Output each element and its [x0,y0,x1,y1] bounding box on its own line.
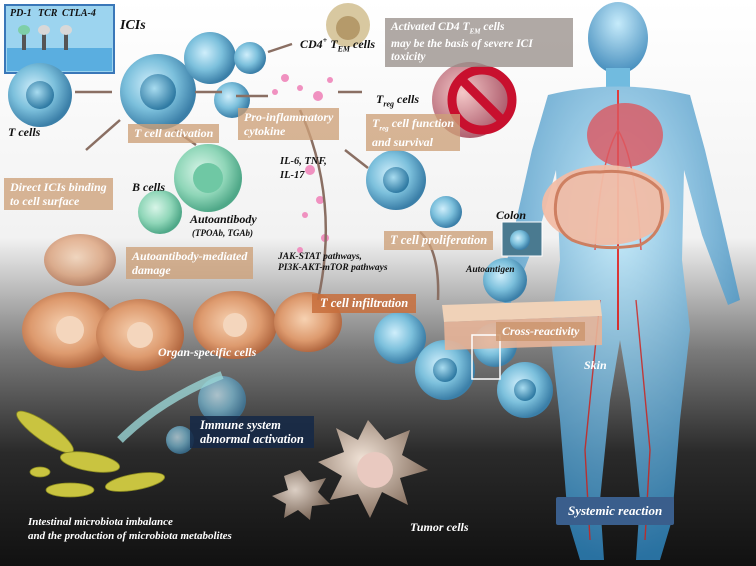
microbiota-label-1: Intestinal microbiota imbalance [28,516,173,528]
t-cell-small-1 [184,32,236,84]
t-cells-label: T cells [8,125,41,139]
b-cell [174,144,242,212]
cd4-tem-label: CD4+ TEM cells [300,36,376,54]
infiltrating-t-cells [374,312,553,418]
t-cell-prolif-3 [483,258,527,302]
icis-label: ICIs [120,18,146,33]
t-cell-prolif-1-nucleus [383,167,409,193]
t-cell-proliferation-box: T cell proliferation [384,231,494,250]
tumor-cell-large [318,420,428,518]
treg-label: Treg cells [376,92,420,109]
b-cell-small [138,190,182,234]
t-cell-small-2 [234,42,266,74]
t-cell-activated [120,54,196,130]
t-cell-activation-box: T cell activation [128,124,220,143]
organ-specific-cells [22,234,342,371]
autoantigen-label: Autoantigen [466,265,515,275]
systemic-reaction-box: Systemic reaction [556,497,675,525]
autoantibody-sub-label: (TPOAb, TGAb) [192,228,253,238]
immune-cell-dim-1 [198,376,246,424]
activation-arrow [117,371,224,443]
cd4-tem-cell [326,3,370,47]
cytokine-il17-label: IL-17 [280,170,305,181]
b-cells-label: B cells [132,180,165,194]
pathways-label-1: JAK-STAT pathways, [278,252,362,262]
immune-cell-dim-2 [166,426,194,454]
microbiota-label-2: and the production of microbiota metabol… [28,530,232,542]
cytokine-particles [272,74,333,253]
autoantibody-label: Autoantibody [190,212,257,226]
pd1-label: PD-1 [10,8,32,19]
ctla4-label: CTLA-4 [62,8,96,19]
inhibition-sign-icon [447,65,517,135]
receptor-inset [4,4,115,74]
colon-inset [501,221,543,257]
cytokine-il-label: IL-6, TNF, [280,156,327,167]
organ-cells-label: Organ-specific cells [158,345,257,359]
tumor-cell-small [272,470,330,520]
pathways-label-2: PI3K-AKT-mTOR pathways [278,263,388,273]
tcr-label: TCR [38,8,58,19]
t-cell-prolif-2 [430,196,462,228]
cross-reactivity-box: Cross-reactivity [496,322,586,341]
skin-label: Skin [584,358,607,372]
tumor-cells-label: Tumor cells [410,520,469,534]
human-body-figure [498,2,740,560]
colon-label: Colon [496,208,527,222]
t-cell-infiltration-box: T cell infiltration [312,294,417,313]
t-cell-main [8,63,72,127]
bacteria-cluster [16,410,165,498]
